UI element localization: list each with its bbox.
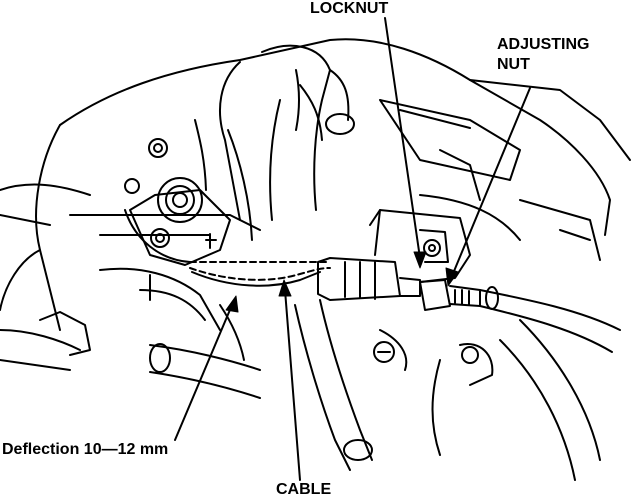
locknut-label: LOCKNUT bbox=[310, 0, 389, 17]
leader-lines bbox=[174, 17, 531, 481]
locknut-arrowhead bbox=[413, 251, 427, 269]
adjusting-nut-leader bbox=[451, 87, 531, 277]
adjusting-nut-label-line2: NUT bbox=[497, 56, 530, 73]
locknut-leader bbox=[384, 17, 421, 259]
left-bracket bbox=[0, 267, 221, 371]
cable-slack bbox=[189, 261, 331, 287]
throttle-body bbox=[124, 138, 231, 266]
cable-label: CABLE bbox=[276, 481, 332, 498]
deflection-arrowhead bbox=[225, 295, 239, 313]
cable-arrowhead bbox=[278, 279, 292, 297]
deflection-leader bbox=[174, 304, 233, 441]
deflection-label: Deflection 10—12 mm bbox=[2, 441, 169, 458]
cable-leader bbox=[284, 289, 301, 481]
adjusting-nut-label-line1: ADJUSTING bbox=[497, 36, 590, 53]
cable-bracket bbox=[317, 209, 481, 311]
lower-hoses bbox=[149, 299, 601, 481]
intake-pipes bbox=[194, 44, 355, 241]
outer-cable bbox=[479, 286, 621, 353]
adjusting-nut-arrowhead bbox=[445, 267, 459, 287]
